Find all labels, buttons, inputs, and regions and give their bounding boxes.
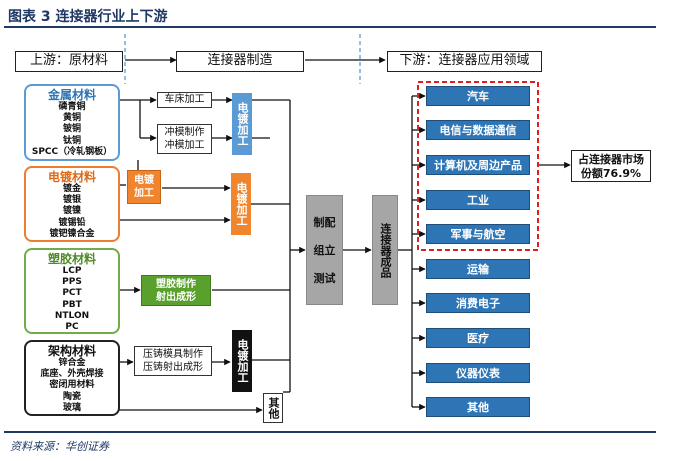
metal-item: 钛铜 — [62, 135, 81, 146]
die-cast-line-2: 压铸射出成形 — [143, 362, 203, 373]
frame-materials-box: 架构材料 锌合金 底座、外壳焊接 密闭用材料 陶瓷 玻璃 — [24, 340, 120, 416]
app-box-computer: 计算机及周边产品 — [426, 155, 530, 175]
plastic-materials-box: 塑胶材料 LCP PPS PCT PBT NTLON PC — [24, 248, 120, 334]
manufacturing-header: 连接器制造 — [176, 51, 304, 72]
page-title: 图表 3 连接器行业上下游 — [8, 9, 168, 25]
frame-item: 陶瓷 — [62, 391, 81, 402]
app-box-telecom: 电信与数据通信 — [426, 120, 530, 140]
app-box-consumer: 消费电子 — [426, 293, 530, 313]
upstream-header: 上游：原材料 — [15, 51, 123, 72]
assembly-box: 制配 组立 测试 — [306, 195, 343, 305]
plastic-item: PCT — [62, 288, 82, 299]
downstream-header: 下游：连接器应用领域 — [387, 51, 542, 72]
plating-item: 镀金 — [62, 184, 81, 194]
metal-item: 铍铜 — [62, 124, 81, 135]
die-cast-process-box: 压铸模具制作 压铸射出成形 — [134, 346, 212, 376]
die-cast-line-1: 压铸模具制作 — [143, 349, 203, 360]
plastic-mold-line-2: 射出成形 — [156, 292, 196, 303]
plating-item: 镀镍 — [62, 206, 81, 217]
plating-materials-title: 电镀材料 — [47, 170, 96, 184]
stamping-line-2: 冲模加工 — [164, 140, 205, 151]
frame-materials-title: 架构材料 — [47, 344, 96, 358]
plating-item: 镀钯镍合金 — [49, 228, 95, 239]
metal-item: SPCC（冷轧钢板） — [31, 146, 113, 157]
plating-orange-box: 电镀加工 — [231, 173, 251, 235]
plating-item: 镀银 — [62, 195, 81, 206]
assembly-line-3: 测试 — [313, 272, 336, 285]
metal-item: 磷青铜 — [58, 102, 86, 112]
callout-line-1: 占连接器市场 — [578, 153, 644, 166]
metal-materials-title: 金属材料 — [47, 88, 96, 102]
plating-small-line-1: 电镀 — [134, 175, 154, 186]
source-note: 资料来源：华创证券 — [10, 440, 109, 453]
app-box-other: 其他 — [426, 397, 530, 417]
plastic-item: LCP — [62, 266, 82, 276]
app-box-industrial: 工业 — [426, 190, 530, 210]
app-box-transport: 运输 — [426, 259, 530, 279]
plastic-item: PC — [65, 322, 79, 333]
footer-rule — [4, 431, 656, 433]
product-box: 连接器成品 — [372, 195, 398, 305]
frame-item: 锌合金 — [58, 358, 86, 368]
app-box-instruments: 仪器仪表 — [426, 363, 530, 383]
market-share-callout: 占连接器市场 份额76.9% — [571, 150, 651, 182]
plating-materials-box: 电镀材料 镀金 镀银 镀镍 镀锡铅 镀钯镍合金 — [24, 166, 120, 242]
frame-item: 玻璃 — [62, 402, 81, 413]
plating-small-line-2: 加工 — [134, 188, 154, 199]
plastic-item: PBT — [62, 299, 82, 310]
plating-item: 镀锡铅 — [58, 217, 86, 228]
plating-small-box: 电镀 加工 — [127, 170, 161, 204]
stamping-process-box: 冲模制作 冲模加工 — [157, 124, 212, 154]
callout-line-2: 份额76.9% — [580, 167, 642, 180]
plastic-mold-box: 塑胶制作 射出成形 — [141, 275, 211, 306]
app-box-auto: 汽车 — [426, 86, 530, 106]
assembly-line-1: 制配 — [313, 216, 336, 229]
plastic-item: PPS — [62, 277, 82, 288]
plastic-mold-line-1: 塑胶制作 — [156, 279, 196, 290]
app-box-military: 军事与航空 — [426, 224, 530, 244]
frame-item: 密闭用材料 — [49, 380, 95, 391]
other-process-box: 其他 — [263, 393, 283, 423]
plating-blue-box: 电镀加工 — [232, 93, 252, 155]
frame-item: 底座、外壳焊接 — [40, 369, 104, 380]
title-rule — [4, 26, 656, 28]
plastic-materials-title: 塑胶材料 — [47, 252, 96, 266]
plastic-item: NTLON — [54, 310, 90, 321]
app-box-medical: 医疗 — [426, 328, 530, 348]
assembly-line-2: 组立 — [313, 244, 336, 257]
plating-black-box: 电镀加工 — [232, 330, 252, 392]
lathe-process-box: 车床加工 — [157, 92, 212, 108]
metal-item: 黄铜 — [62, 113, 81, 124]
metal-materials-box: 金属材料 磷青铜 黄铜 铍铜 钛铜 SPCC（冷轧钢板） — [24, 84, 120, 161]
stamping-line-1: 冲模制作 — [164, 127, 205, 138]
